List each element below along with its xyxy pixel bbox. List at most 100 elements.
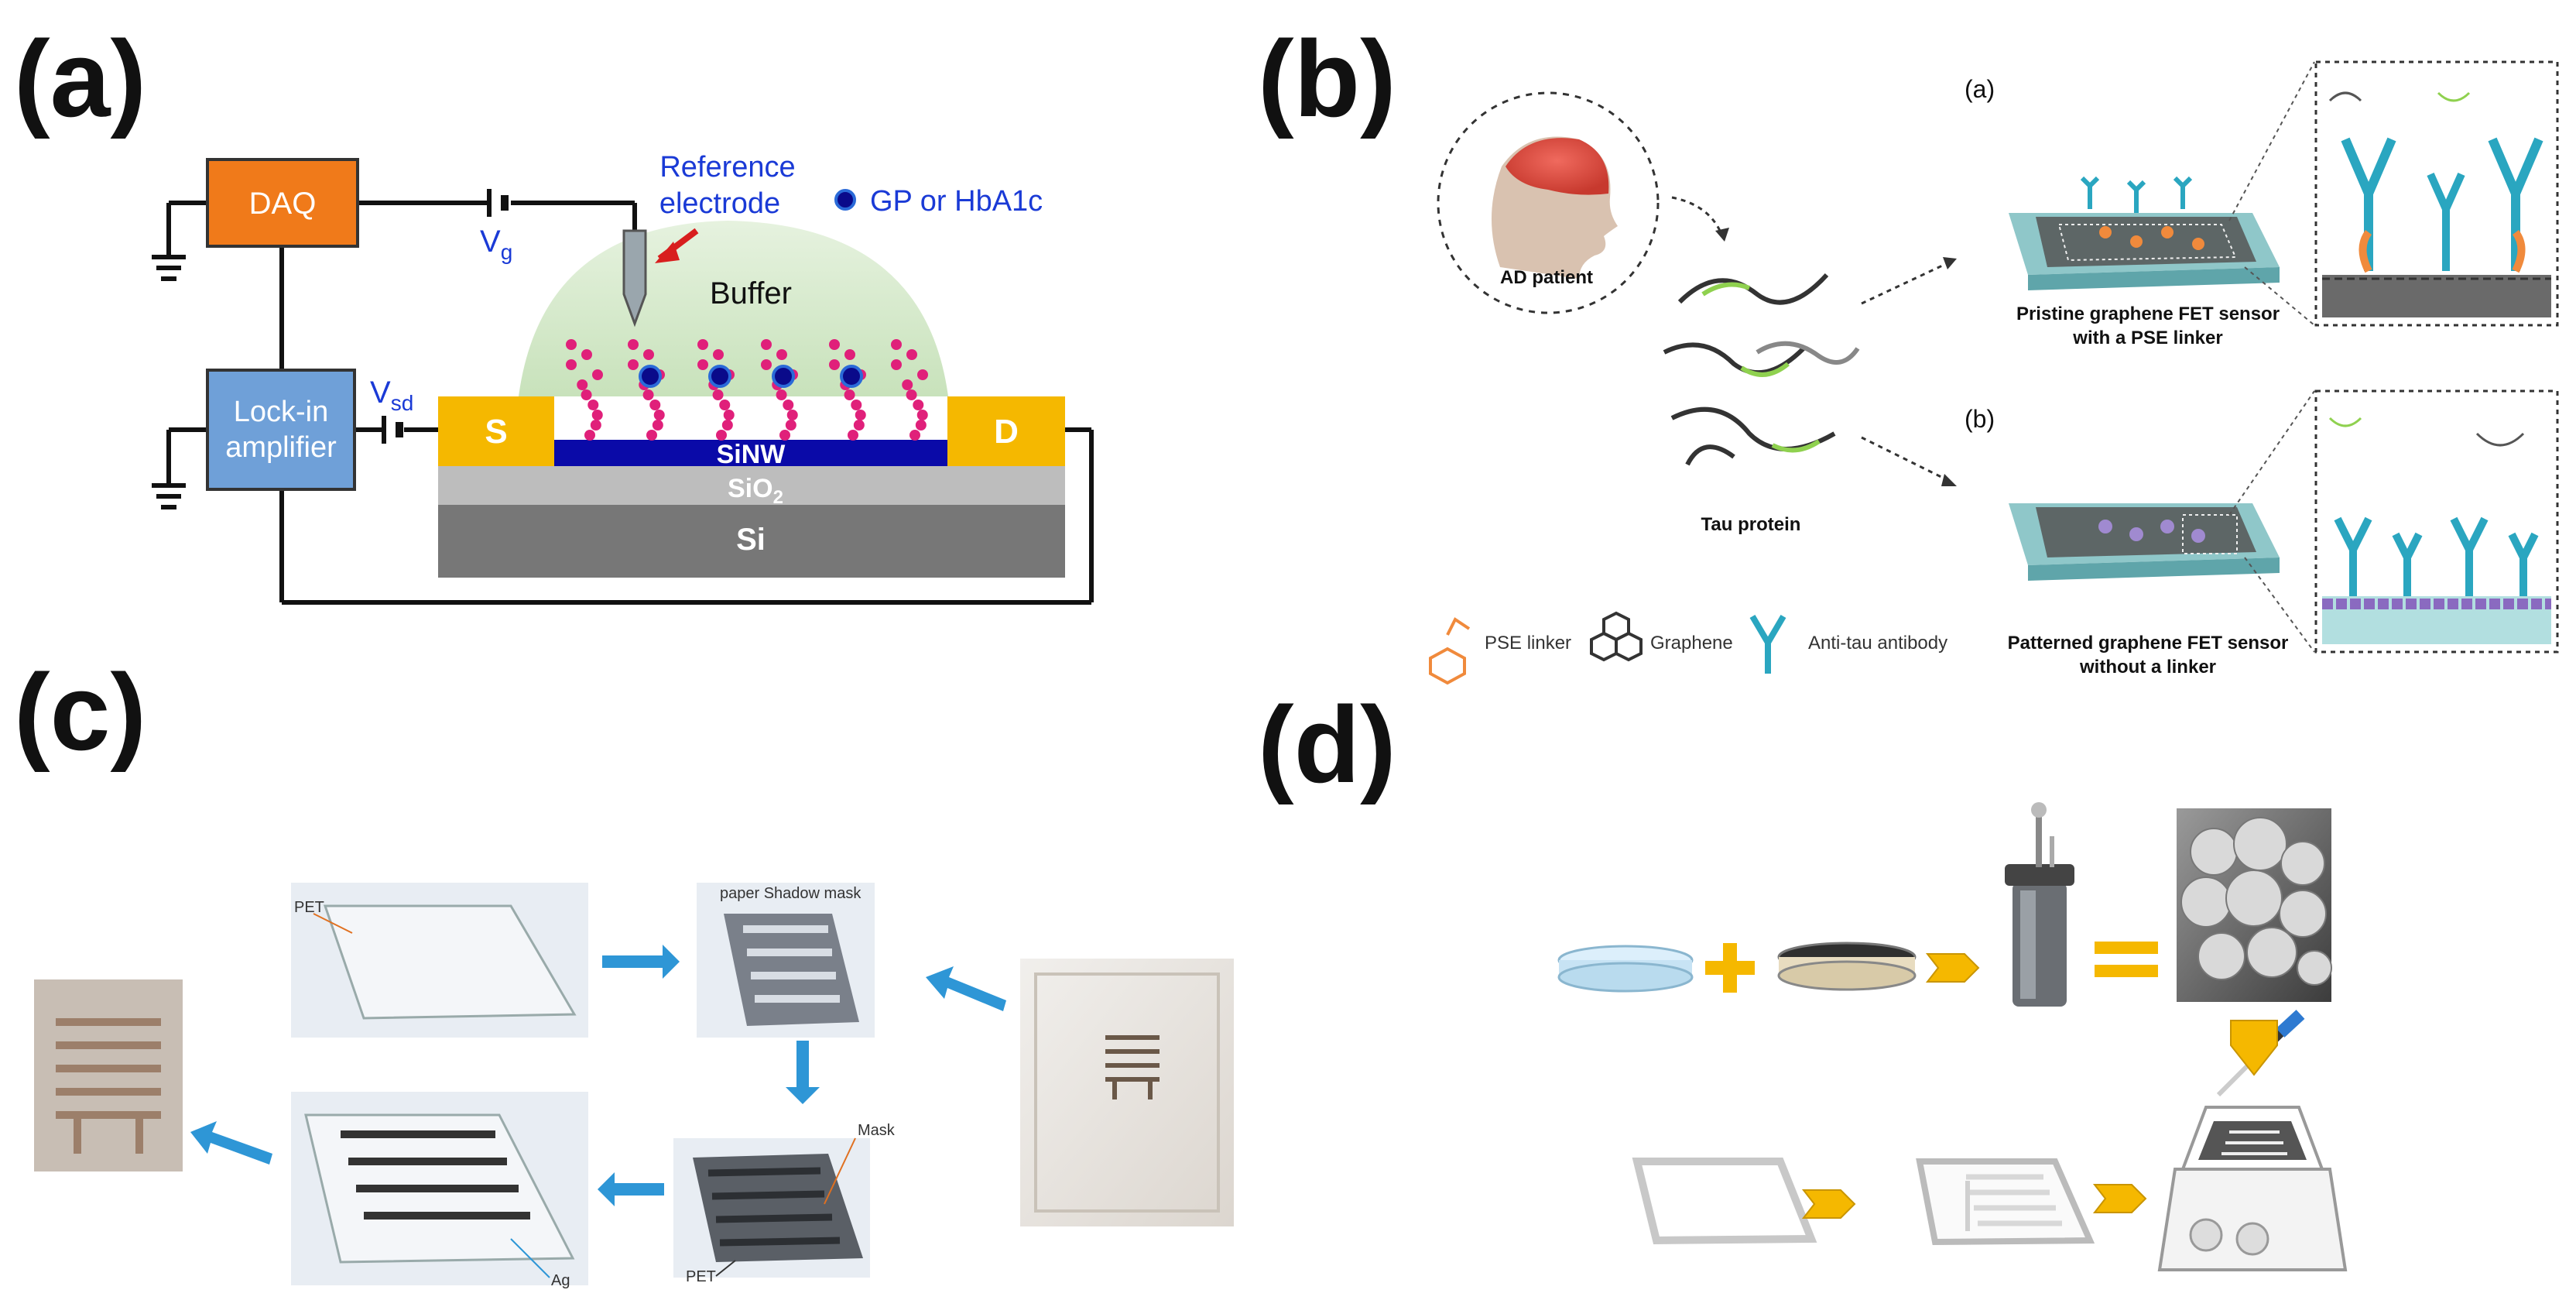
chain-bead — [721, 420, 733, 431]
arrow-tau-to-sensor-a-head — [1943, 257, 1957, 269]
patterned-substrate — [1916, 1158, 2095, 1246]
chain-bead — [761, 359, 772, 370]
chain-bead — [584, 430, 595, 441]
chain-bead — [917, 369, 928, 380]
arrow-patient-to-tau — [1671, 196, 1724, 237]
hot-plate — [2157, 1106, 2348, 1271]
chevron-sem-to-hotplate — [2230, 1020, 2278, 1076]
circuit-wires — [166, 201, 1094, 605]
chain-bead — [587, 400, 599, 410]
graphene-icon — [1590, 611, 1643, 662]
gp-molecule — [840, 365, 863, 388]
arrow-masked-pet-to-ag — [598, 1172, 664, 1206]
mask-photo-border — [1034, 973, 1220, 1213]
legend-graphene-label: Graphene — [1650, 633, 1733, 654]
gp-molecule — [772, 365, 795, 388]
tau-label: Tau protein — [1701, 514, 1801, 535]
lockin-label-line2: amplifier — [225, 431, 337, 464]
final-electrode-pattern — [56, 1018, 161, 1154]
pse-linker-icon — [1429, 617, 1471, 685]
sensor-b-caption-line1: Patterned graphene FET sensor — [2008, 633, 2289, 654]
chain-bead — [577, 379, 588, 390]
chevron-frame-to-substrate — [1801, 1189, 1856, 1219]
petri-dish-dark — [1777, 942, 1917, 991]
pet-sheet — [323, 904, 577, 1020]
sensor-b-caption-line2: without a linker — [2079, 657, 2216, 678]
panel-label-b: (b) — [1258, 18, 1396, 139]
chain-bead — [855, 410, 866, 420]
chain-bead — [581, 389, 592, 400]
chain-bead — [844, 389, 855, 400]
daq-box — [206, 158, 359, 248]
lockin-label-line1: Lock-in — [234, 396, 329, 428]
ground-symbol-top — [152, 255, 186, 281]
panel-c-fabrication: PET paper Shadow mask Mask PET Ag — [34, 883, 1234, 1289]
source-label: S — [485, 413, 507, 451]
panel-label-a: (a) — [14, 18, 146, 139]
arrow-tau-to-sensor-b — [1861, 436, 1951, 483]
arrow-tau-to-sensor-b-head — [1941, 474, 1957, 486]
drain-label: D — [994, 413, 1019, 451]
chain-bead — [915, 420, 927, 431]
sub-label-a: (a) — [1965, 75, 1995, 103]
chain-bead — [716, 430, 727, 441]
zoom-lines-a — [2228, 61, 2315, 326]
chevron-dish-to-reactor — [1925, 953, 1980, 983]
panel-b-graphene-fet: AD patient Tau protein (a) (b) — [1429, 60, 2559, 685]
panel-d-synthesis — [1557, 802, 2348, 1271]
pet-top-leader — [313, 913, 353, 934]
chain-bead — [581, 349, 592, 360]
chain-bead — [697, 339, 708, 350]
process-arrows — [190, 945, 1006, 1206]
chain-bead — [649, 400, 661, 410]
source-electrode — [438, 396, 554, 466]
chain-bead — [697, 359, 708, 370]
plus-icon — [1705, 943, 1755, 993]
chain-bead — [713, 349, 724, 360]
chain-bead — [590, 420, 601, 431]
chain-bead — [848, 430, 858, 441]
chain-bead — [913, 400, 924, 410]
chain-bead — [761, 339, 772, 350]
buffer-label: Buffer — [710, 276, 792, 310]
antibody-icon — [1749, 614, 1786, 674]
empty-frame — [1632, 1158, 1817, 1245]
legend-pse-label: PSE linker — [1485, 633, 1571, 654]
receptor-chain — [697, 339, 735, 441]
zoom-lines-b — [2228, 390, 2315, 653]
masked-pet-pattern — [707, 1167, 841, 1247]
chevron-substrate-to-hotplate — [2092, 1184, 2147, 1213]
arrow-mask-to-masked-pet — [786, 1041, 820, 1104]
receptor-chain — [891, 339, 928, 441]
daq-label: DAQ — [249, 187, 317, 221]
panel-label-c: (c) — [14, 651, 146, 773]
chain-bead — [642, 389, 654, 400]
lockin-box — [206, 369, 356, 491]
arrow-photo-to-mask — [926, 966, 1006, 1011]
chain-bead — [783, 400, 794, 410]
arrow-pet-to-mask — [602, 945, 680, 979]
arrow-patient-to-tau-head — [1715, 228, 1729, 242]
chain-bead — [643, 349, 654, 360]
zoom-content-a — [2322, 91, 2551, 317]
receptor-chains — [566, 339, 928, 441]
si-layer — [438, 505, 1065, 578]
chain-bead — [902, 379, 913, 390]
arrow-ag-to-final — [190, 1121, 272, 1165]
receptor-chain — [829, 339, 866, 441]
sem-spheres — [2180, 817, 2332, 986]
panel-a-circuit: DAQ Lock-in amplifier Vg Vsd Reference e… — [152, 151, 1094, 605]
chain-bead — [906, 389, 917, 400]
chain-bead — [591, 410, 603, 420]
chain-bead — [719, 400, 731, 410]
chain-bead — [829, 359, 840, 370]
gp-legend-label: GP or HbA1c — [870, 185, 1043, 218]
chain-bead — [776, 349, 787, 360]
ag-printed-pattern — [341, 1130, 530, 1220]
chain-bead — [891, 359, 902, 370]
pet-bottom-label: PET — [686, 1268, 716, 1285]
reference-label-line1: Reference — [659, 151, 795, 184]
chain-bead — [785, 420, 796, 431]
si-label: Si — [736, 523, 766, 557]
